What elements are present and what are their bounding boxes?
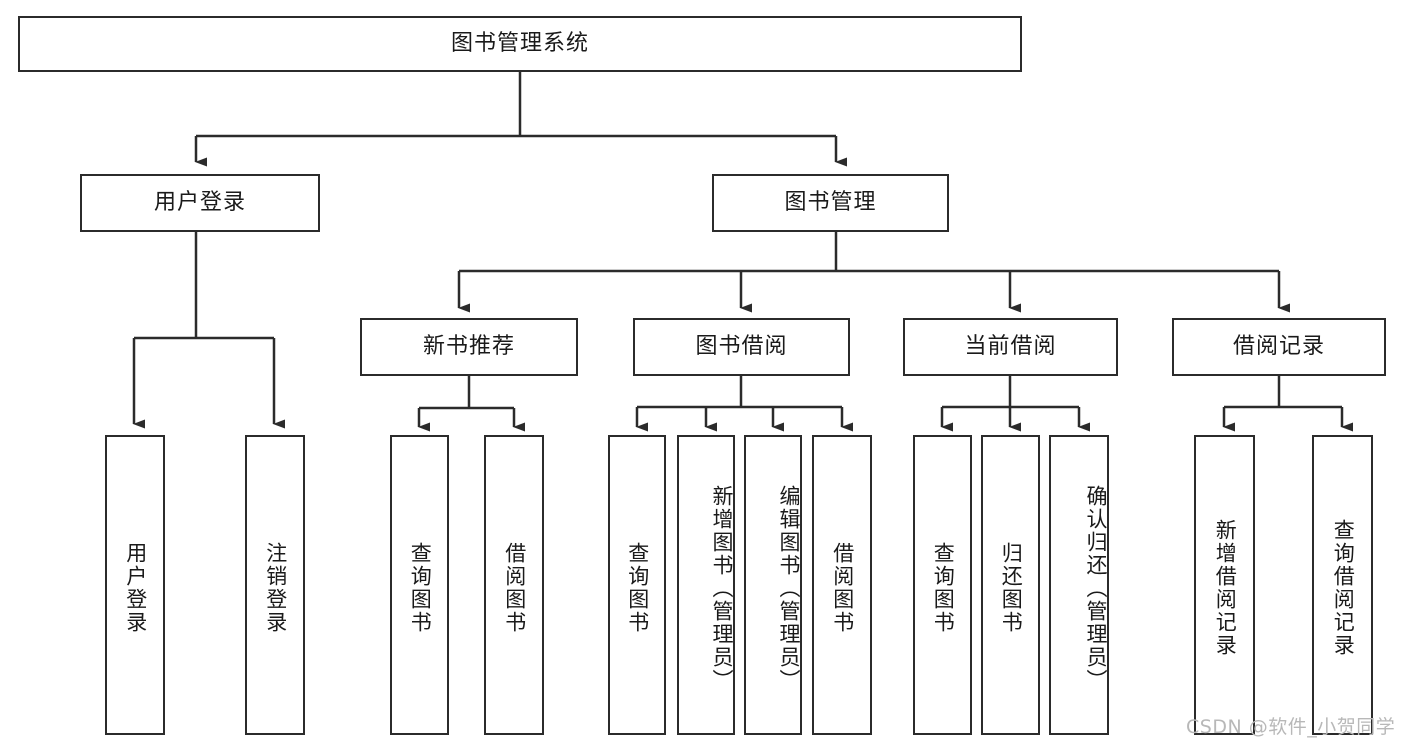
leaf-current-borrow-return-book[interactable]: 归还图书 <box>981 435 1040 735</box>
node-user-login[interactable]: 用户登录 <box>80 174 320 232</box>
leaf-current-borrow-query-book[interactable]: 查询图书 <box>913 435 972 735</box>
node-label: 查询图书 <box>931 542 956 634</box>
leaf-user-login-login[interactable]: 用户登录 <box>105 435 165 735</box>
leaf-book-borrow-borrow-book[interactable]: 借阅图书 <box>812 435 872 735</box>
node-label: 图书管理 <box>784 189 877 215</box>
node-label: 用户登录 <box>123 542 148 634</box>
node-label: 查询图书 <box>408 542 433 634</box>
node-label: 图书借阅 <box>695 333 788 359</box>
node-label: 用户登录 <box>153 189 246 215</box>
node-label: 注销登录 <box>263 542 288 634</box>
node-label: 图书管理系统 <box>450 30 589 56</box>
node-label: 归还图书 <box>999 542 1024 634</box>
leaf-user-login-logout[interactable]: 注销登录 <box>245 435 305 735</box>
node-label: 编辑图书（管理员） <box>777 484 801 692</box>
node-label: 新增借阅记录 <box>1213 519 1238 657</box>
csdn-watermark: CSDN @软件_小贺同学 <box>1186 716 1396 738</box>
leaf-book-borrow-query-book[interactable]: 查询图书 <box>608 435 666 735</box>
node-label: 当前借阅 <box>964 333 1057 359</box>
node-label: 查询借阅记录 <box>1331 519 1356 657</box>
node-label: 借阅图书 <box>502 542 527 634</box>
node-current-borrow[interactable]: 当前借阅 <box>903 318 1118 376</box>
node-borrow-record[interactable]: 借阅记录 <box>1172 318 1386 376</box>
node-book-management[interactable]: 图书管理 <box>712 174 949 232</box>
node-label: 确认归还（管理员） <box>1084 484 1108 692</box>
node-label: 新增图书（管理员） <box>710 484 734 692</box>
leaf-book-borrow-edit-book-admin[interactable]: 编辑图书（管理员） <box>744 435 802 735</box>
node-book-borrow[interactable]: 图书借阅 <box>633 318 850 376</box>
node-label: 借阅图书 <box>830 542 855 634</box>
leaf-borrow-record-query-record[interactable]: 查询借阅记录 <box>1312 435 1373 735</box>
leaf-book-borrow-add-book-admin[interactable]: 新增图书（管理员） <box>677 435 735 735</box>
leaf-new-book-borrow-book[interactable]: 借阅图书 <box>484 435 544 735</box>
node-new-book-recommend[interactable]: 新书推荐 <box>360 318 578 376</box>
leaf-borrow-record-add-record[interactable]: 新增借阅记录 <box>1194 435 1255 735</box>
leaf-current-borrow-confirm-return-admin[interactable]: 确认归还（管理员） <box>1049 435 1109 735</box>
leaf-new-book-query-book[interactable]: 查询图书 <box>390 435 449 735</box>
node-root-library-management-system[interactable]: 图书管理系统 <box>18 16 1022 72</box>
node-label: 借阅记录 <box>1232 333 1325 359</box>
node-label: 新书推荐 <box>422 333 515 359</box>
node-label: 查询图书 <box>625 542 650 634</box>
